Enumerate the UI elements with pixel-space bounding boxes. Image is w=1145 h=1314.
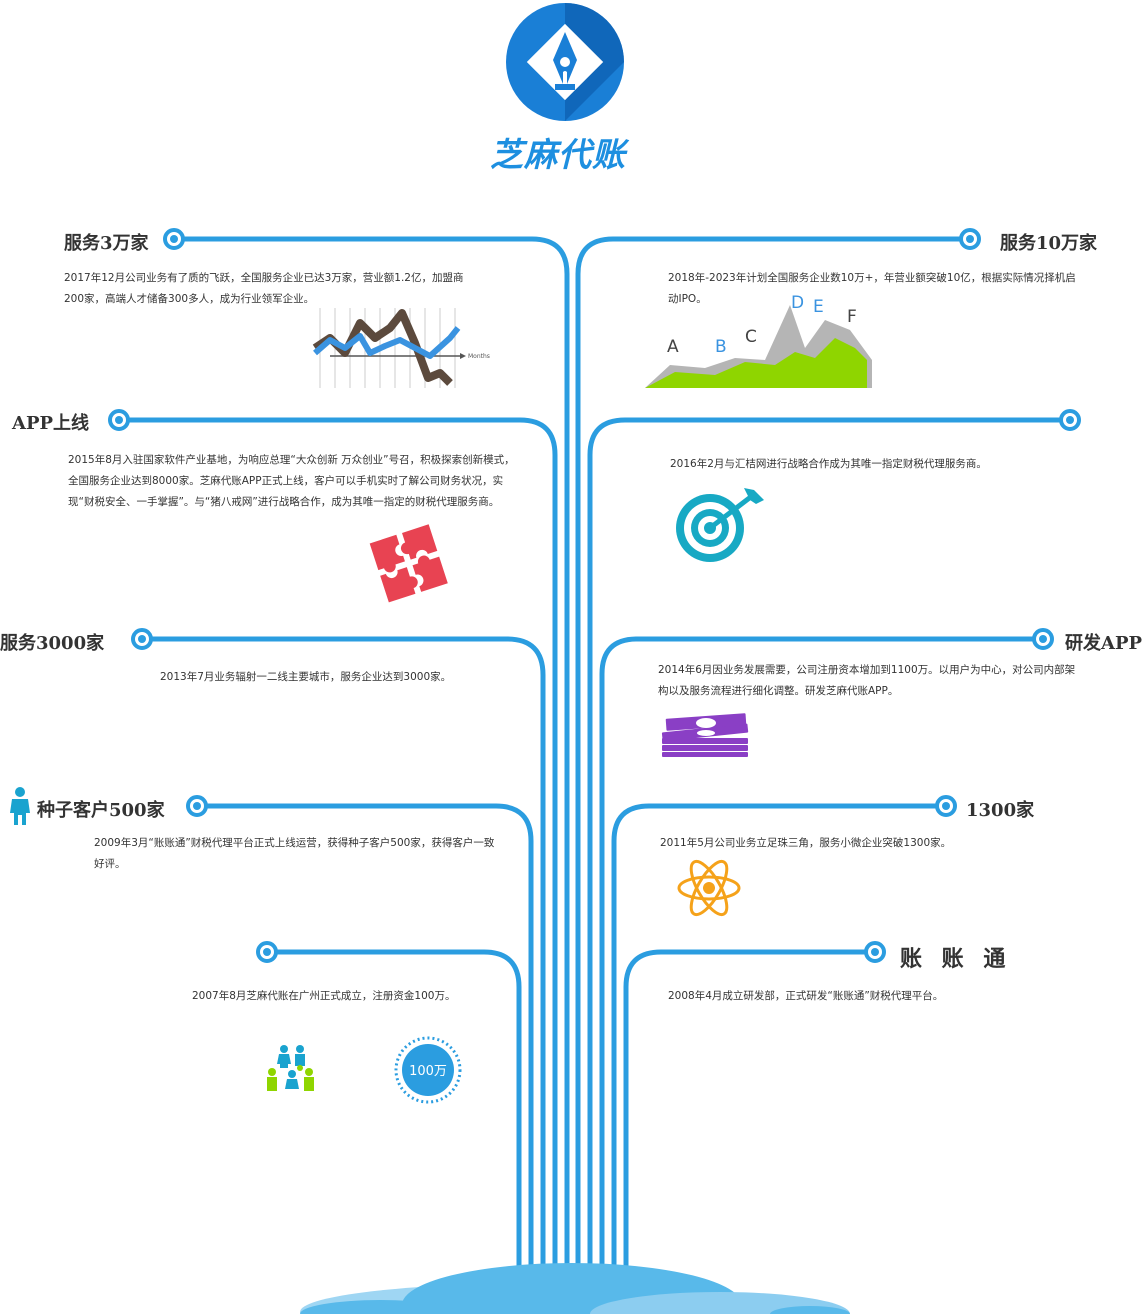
person-icon (10, 787, 30, 825)
branch-right-3 (599, 636, 1046, 1303)
milestone-title: APP上线 (12, 413, 90, 434)
chart-label-d: D (791, 293, 804, 313)
atom-icon (677, 859, 741, 917)
milestone-text: 2011年5月公司业务立足珠三角，服务小微企业突破1300家。 (660, 837, 952, 849)
milestone-text: 2016年2月与汇桔网进行战略合作成为其唯一指定财税代理服务商。 (670, 458, 987, 470)
chart-label-b: B (715, 337, 727, 357)
funding-badge-label: 100万 (409, 1064, 447, 1079)
branch-left-1 (171, 236, 570, 1303)
milestone-text: 2008年4月成立研发部，正式研发“账账通”财税代理平台。 (668, 990, 944, 1002)
stock-line-chart-icon: Months (312, 308, 490, 388)
chart-label-a: A (667, 337, 679, 357)
milestone-title: 服务3000家 (0, 633, 105, 654)
milestone-title: 服务3万家 (64, 233, 149, 254)
pen-nib-logo-icon (506, 3, 624, 121)
people-group-icon (267, 1045, 314, 1091)
branch-right-2 (587, 417, 1073, 1303)
branch-right-1 (575, 236, 973, 1303)
branch-left-2 (116, 417, 558, 1303)
brand-name: 芝麻代账 (490, 135, 626, 174)
chart-label-e: E (813, 297, 824, 317)
money-stack-icon (661, 713, 749, 757)
milestone-text: 2015年8月入驻国家软件产业基地，为响应总理“大众创新 万众创业”号召，积极探… (68, 454, 515, 508)
branch-right-5 (623, 949, 878, 1303)
milestone-text: 2014年6月因业务发展需要，公司注册资本增加到1100万。以用户为中心，对公司… (658, 664, 1076, 697)
milestone-text: 2007年8月芝麻代账在广州正式成立，注册资金100万。 (192, 990, 456, 1002)
milestone-title: 种子客户500家 (37, 800, 165, 821)
milestone-title: 1300家 (966, 800, 1035, 821)
chart-axis-label: Months (468, 353, 490, 360)
milestone-title: 研发APP (1065, 633, 1143, 654)
milestone-text: 2009年3月“账账通”财税代理平台正式上线运营，获得种子客户500家，获得客户… (94, 837, 495, 870)
branch-right-4 (611, 803, 949, 1303)
mountain-area-chart-icon: A B C D E F (645, 293, 872, 388)
branch-left-4 (194, 803, 534, 1303)
puzzle-icon (369, 524, 448, 603)
branch-left-5 (264, 949, 522, 1303)
milestone-text: 2018年-2023年计划全国服务企业数10万+，年营业额突破10亿，根据实际情… (668, 272, 1076, 305)
branch-left-3 (139, 636, 546, 1303)
chart-label-c: C (745, 327, 757, 347)
funding-badge: 100万 (394, 1036, 462, 1104)
milestone-text: 2017年12月公司业务有了质的飞跃，全国服务企业已达3万家，营业额1.2亿，加… (64, 272, 464, 305)
milestone-title: 账 账 通 (900, 946, 1012, 972)
cloud-base (300, 1263, 850, 1314)
milestone-title: 服务10万家 (1000, 233, 1098, 254)
milestone-text: 2013年7月业务辐射一二线主要城市，服务企业达到3000家。 (160, 671, 452, 683)
chart-label-f: F (847, 307, 857, 327)
target-arrow-icon (676, 488, 764, 562)
